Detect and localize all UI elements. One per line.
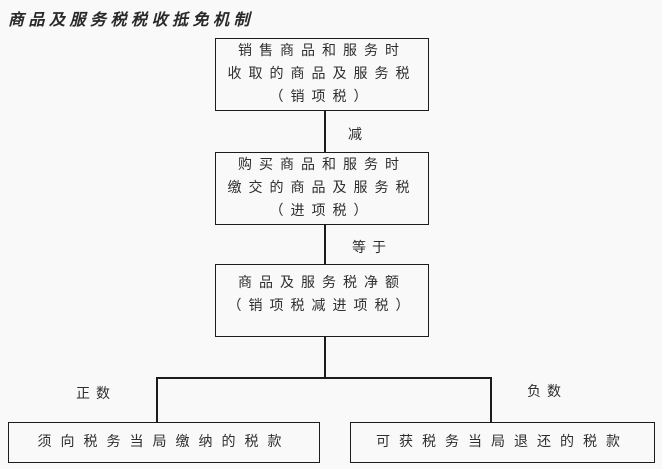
net-tax-line-1: 商品及服务税净额 (238, 276, 406, 291)
input-tax-line-1: 购买商品和服务时 (238, 158, 406, 173)
flow-box-tax-refund: 可获税务当局退还的税款 (350, 422, 655, 463)
connector-line-minus (324, 111, 326, 152)
connector-label-equals: 等于 (352, 241, 392, 256)
branch-label-negative: 负数 (527, 385, 567, 400)
connector-line-equals (324, 225, 326, 264)
tax-payable-label: 须向税务当局缴纳的税款 (37, 435, 291, 450)
branch-horizontal-line (156, 377, 492, 379)
branch-left-line (156, 377, 158, 422)
flow-box-input-tax: 购买商品和服务时 缴交的商品及服务税 （进项税） (215, 152, 429, 225)
output-tax-line-1: 销售商品和服务时 (238, 44, 406, 59)
net-tax-line-2: （销项税减进项税） (227, 299, 417, 314)
output-tax-line-2: 收取的商品及服务税 (227, 67, 417, 82)
flow-box-output-tax: 销售商品和服务时 收取的商品及服务税 （销项税） (215, 38, 429, 111)
output-tax-line-3: （销项税） (269, 90, 375, 105)
tax-refund-label: 可获税务当局退还的税款 (376, 435, 629, 450)
input-tax-line-2: 缴交的商品及服务税 (227, 181, 417, 196)
diagram-title: 商品及服务税税收抵免机制 (8, 12, 255, 29)
input-tax-line-3: （进项税） (269, 204, 375, 219)
flow-box-net-tax: 商品及服务税净额 （销项税减进项税） (215, 264, 429, 337)
connector-label-minus: 减 (348, 128, 368, 143)
branch-right-line (490, 377, 492, 422)
branch-stem-line (324, 337, 326, 377)
flow-box-tax-payable: 须向税务当局缴纳的税款 (8, 422, 320, 463)
branch-label-positive: 正数 (76, 387, 116, 402)
